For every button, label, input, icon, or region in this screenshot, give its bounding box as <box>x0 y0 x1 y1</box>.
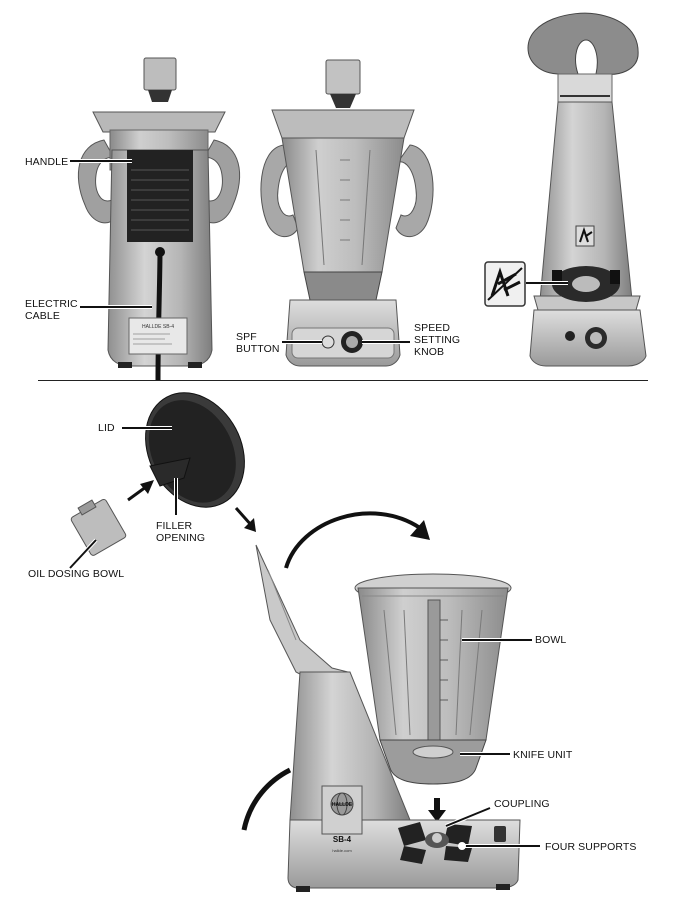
label-knife-unit: KNIFE UNIT <box>513 749 573 761</box>
label-handle: HANDLE <box>25 156 69 168</box>
bowl-shape <box>354 573 512 741</box>
label-oil-dosing-bowl: OIL DOSING BOWL <box>28 568 125 580</box>
filler-opening-shape <box>149 457 191 487</box>
rating-plate <box>128 317 188 355</box>
spf-button-shape <box>321 335 335 349</box>
label-electric-cable: ELECTRIC CABLE <box>25 298 78 322</box>
label-speed-setting-knob: SPEED SETTING KNOB <box>414 322 461 358</box>
label-bowl: BOWL <box>535 634 567 646</box>
label-lid: LID <box>98 422 115 434</box>
hand-warning-icon <box>484 261 526 307</box>
label-coupling: COUPLING <box>494 798 550 810</box>
label-spf-button: SPF BUTTON <box>236 331 280 355</box>
model-text: SB-4 <box>333 835 352 844</box>
blender-front-view <box>260 59 434 367</box>
rear-electric-cable <box>155 249 163 381</box>
base-with-lid-open <box>527 12 647 367</box>
oil-dosing-bowl-shape <box>70 498 127 556</box>
tilted-lid-paddle <box>527 12 639 75</box>
blender-rear-view: HALLDE SB-4 <box>77 57 241 381</box>
knife-unit-shape <box>379 739 487 785</box>
lid-disc <box>145 392 245 508</box>
rating-plate-text: HALLDE SB-4 <box>142 324 174 330</box>
section-divider <box>38 380 648 381</box>
four-supports-shape <box>398 822 506 864</box>
label-filler-opening: FILLER OPENING <box>156 520 206 544</box>
label-four-supports: FOUR SUPPORTS <box>545 841 637 853</box>
website-text: hallde.com <box>332 848 352 853</box>
logo-brand-text: HALLDE <box>332 802 353 808</box>
